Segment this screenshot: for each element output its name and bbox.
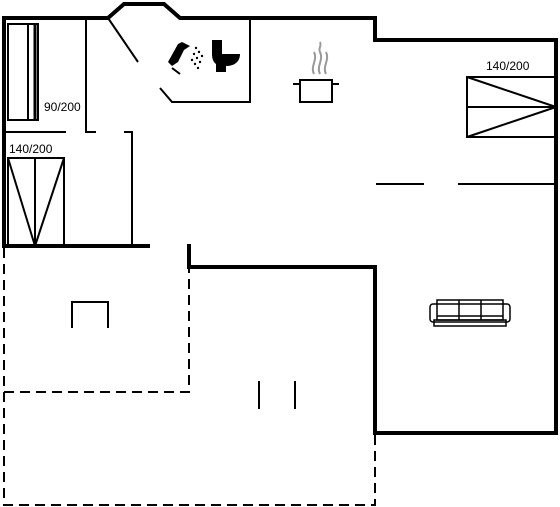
bed-double-right-label: 140/200 <box>486 59 530 73</box>
shower-icon <box>168 42 204 75</box>
interior-walls <box>4 17 556 246</box>
bench-marks <box>258 381 296 409</box>
sofa-icon <box>429 299 511 327</box>
bed-double-left-label: 140/200 <box>9 142 53 156</box>
toilet-icon <box>212 40 240 72</box>
bed-double-right: 140/200 <box>466 59 557 138</box>
cooking-pot-icon <box>293 41 339 103</box>
bed-single-label: 90/200 <box>44 100 81 114</box>
bed-single: 90/200 <box>7 23 81 121</box>
terrace-outline <box>3 248 376 506</box>
table-icon <box>71 301 109 328</box>
bed-double-left: 140/200 <box>7 142 65 247</box>
